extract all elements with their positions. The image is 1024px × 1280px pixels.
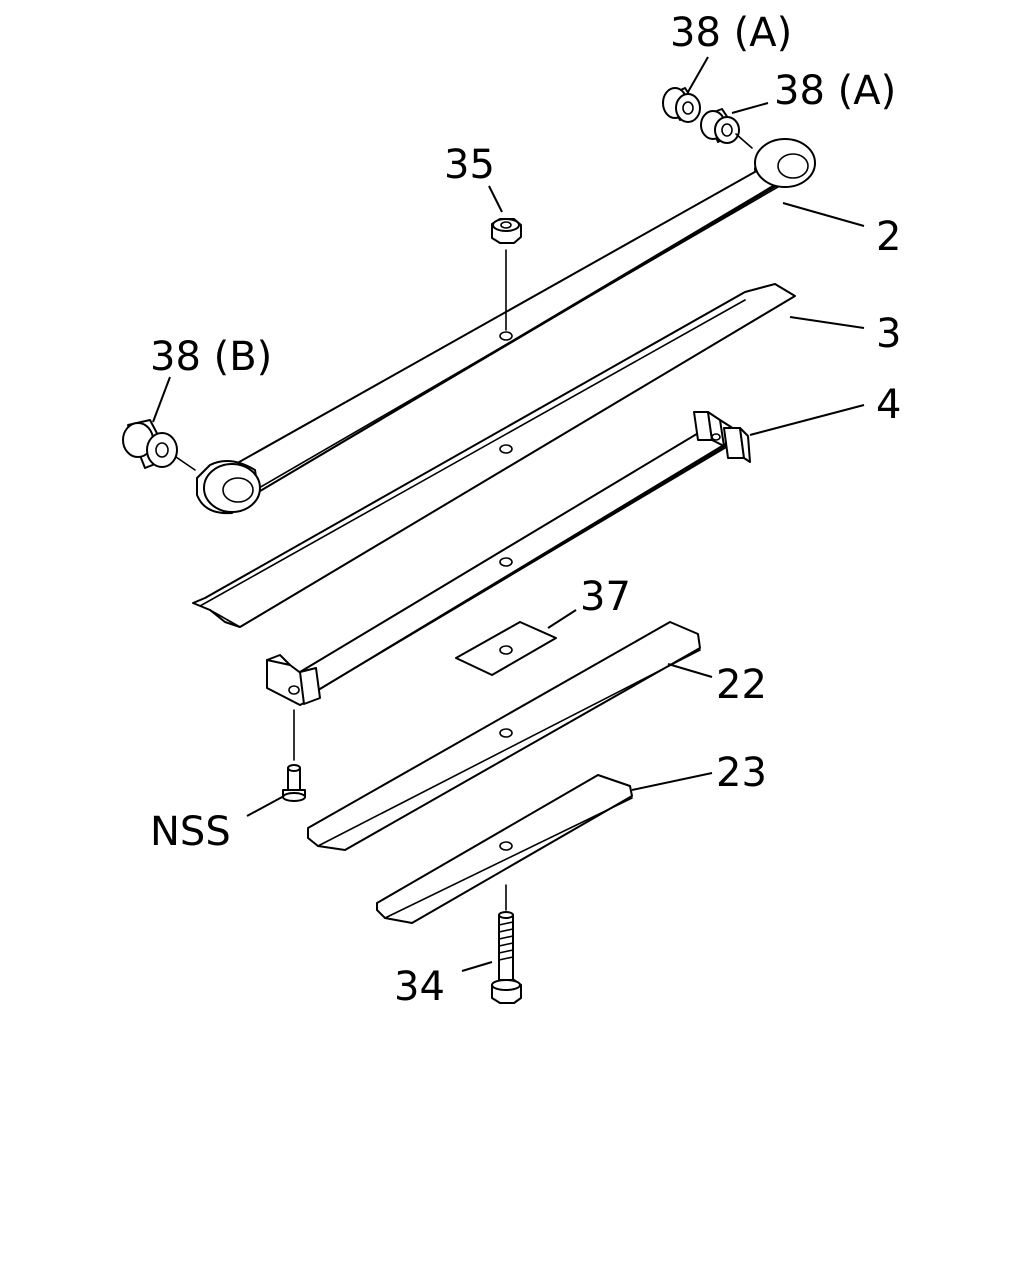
pad-37: [455, 621, 557, 676]
label-3: 3: [876, 311, 901, 357]
label-34: 34: [394, 964, 445, 1010]
leaf-3: [192, 283, 796, 628]
center-bolt-34: [491, 884, 522, 1004]
label-22: 22: [716, 662, 767, 708]
label-4: 4: [876, 382, 901, 428]
leaf-23: [376, 774, 633, 924]
label-37: 37: [580, 574, 631, 620]
bolt-nss: [282, 764, 306, 802]
bushing-38b: [122, 419, 196, 471]
leaf-4: [266, 411, 751, 761]
label-38b: 38 (B): [150, 334, 272, 380]
label-23: 23: [716, 750, 767, 796]
main-leaf-2: [196, 138, 816, 515]
label-2: 2: [876, 214, 901, 260]
label-38a-right: 38 (A): [774, 68, 896, 114]
label-35: 35: [444, 142, 495, 188]
part-labels: 38 (A) 38 (A) 35 2 3 38 (B) 4 37 22 23 N…: [150, 10, 901, 1010]
label-nss: NSS: [150, 809, 231, 855]
bushing-38a-top: [662, 87, 701, 123]
nut-35: [491, 218, 522, 331]
leader-lines: [152, 56, 865, 972]
bushing-38a-right: [700, 108, 753, 149]
label-38a-top: 38 (A): [670, 10, 792, 56]
leaf-22: [307, 621, 701, 851]
